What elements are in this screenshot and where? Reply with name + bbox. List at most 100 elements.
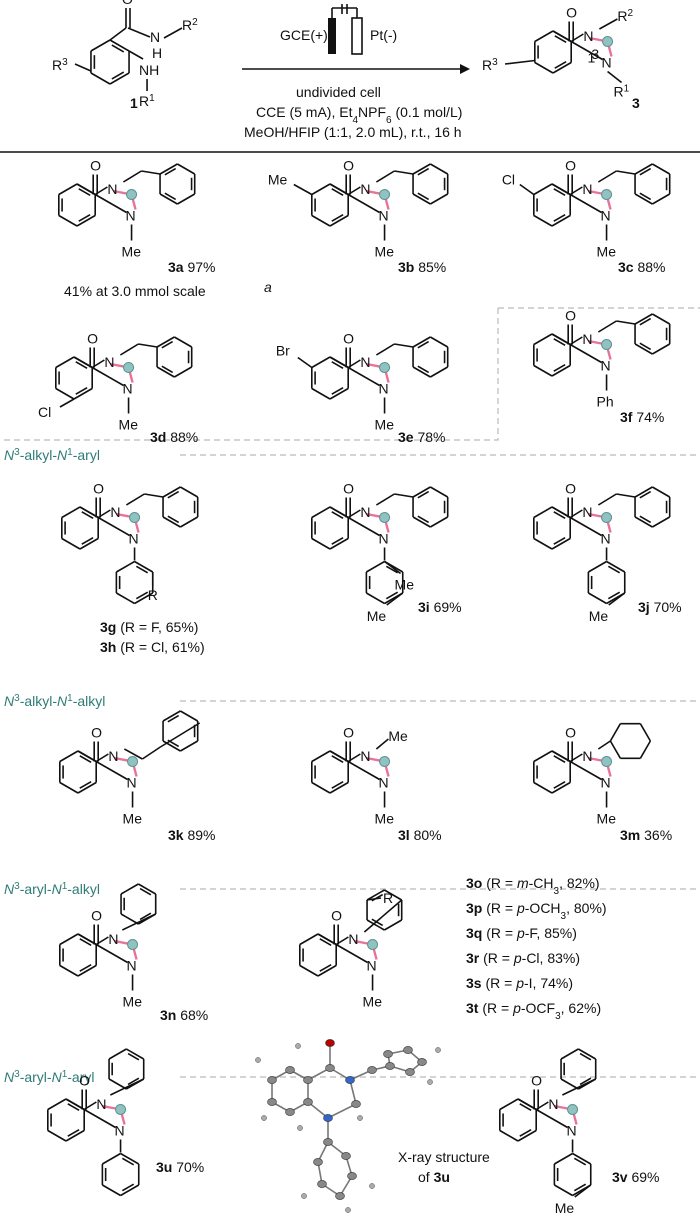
svg-text:MeOH/HFIP (1:1, 2.0 mL), r.t.,: MeOH/HFIP (1:1, 2.0 mL), r.t., 16 h xyxy=(244,124,462,140)
svg-text:Ph: Ph xyxy=(597,394,614,410)
svg-text:O: O xyxy=(343,725,354,741)
svg-text:N: N xyxy=(582,504,592,520)
svg-text:N: N xyxy=(123,381,133,397)
svg-text:3r (R = p-Cl, 83%): 3r (R = p-Cl, 83%) xyxy=(466,950,580,966)
svg-text:N: N xyxy=(108,931,118,947)
svg-text:R: R xyxy=(148,587,158,603)
svg-text:Cl: Cl xyxy=(502,172,515,188)
svg-text:of 3u: of 3u xyxy=(418,1169,450,1185)
svg-text:Br: Br xyxy=(276,343,290,359)
svg-text:CCE (5 mA), Et4NPF6 (0.1 mol/L: CCE (5 mA), Et4NPF6 (0.1 mol/L) xyxy=(256,104,462,126)
svg-text:N: N xyxy=(367,958,377,974)
svg-text:N3-aryl-N1-aryl: N3-aryl-N1-aryl xyxy=(4,1069,95,1086)
svg-text:Cl: Cl xyxy=(38,404,51,420)
svg-text:Me: Me xyxy=(375,811,395,827)
svg-text:O: O xyxy=(331,908,342,924)
svg-text:Me: Me xyxy=(597,244,617,260)
svg-text:R2: R2 xyxy=(182,17,198,34)
svg-text:Me: Me xyxy=(122,244,142,260)
svg-text:3j 70%: 3j 70% xyxy=(638,599,682,615)
svg-text:3p (R = p-OCH3, 80%): 3p (R = p-OCH3, 80%) xyxy=(466,900,607,922)
svg-text:3u 70%: 3u 70% xyxy=(156,1159,204,1175)
svg-text:N: N xyxy=(127,958,137,974)
svg-text:Me: Me xyxy=(123,811,143,827)
svg-text:a: a xyxy=(264,279,272,295)
svg-text:O: O xyxy=(91,725,102,741)
svg-text:3l 80%: 3l 80% xyxy=(398,827,442,843)
svg-text:Pt(-): Pt(-) xyxy=(370,27,397,43)
svg-text:3f 74%: 3f 74% xyxy=(620,409,664,425)
svg-text:N: N xyxy=(360,181,370,197)
svg-text:N: N xyxy=(150,29,160,45)
svg-text:3c 88%: 3c 88% xyxy=(618,259,666,275)
svg-text:N: N xyxy=(108,748,118,764)
svg-text:Me: Me xyxy=(363,994,383,1010)
svg-text:1: 1 xyxy=(130,95,138,111)
svg-text:N: N xyxy=(582,748,592,764)
svg-text:N: N xyxy=(110,504,120,520)
svg-text:O: O xyxy=(565,308,576,324)
svg-text:N: N xyxy=(379,381,389,397)
svg-text:N: N xyxy=(360,504,370,520)
svg-text:N: N xyxy=(601,208,611,224)
svg-text:N: N xyxy=(582,331,592,347)
svg-text:Me: Me xyxy=(375,417,395,433)
svg-text:3o (R = m-CH3, 82%): 3o (R = m-CH3, 82%) xyxy=(466,875,600,897)
svg-text:R1: R1 xyxy=(139,93,155,110)
svg-text:O: O xyxy=(91,908,102,924)
svg-text:N3-aryl-N1-alkyl: N3-aryl-N1-alkyl xyxy=(4,881,100,898)
svg-text:3e 78%: 3e 78% xyxy=(398,429,446,445)
svg-text:O: O xyxy=(90,158,101,174)
svg-text:O: O xyxy=(565,158,576,174)
svg-text:N: N xyxy=(379,208,389,224)
svg-text:N3-alkyl-N1-aryl: N3-alkyl-N1-aryl xyxy=(4,447,100,464)
svg-text:1: 1 xyxy=(588,50,596,66)
svg-text:R1: R1 xyxy=(614,83,630,100)
svg-text:N: N xyxy=(601,531,611,547)
svg-text:N: N xyxy=(601,358,611,374)
svg-text:N: N xyxy=(126,208,136,224)
svg-text:3a 97%: 3a 97% xyxy=(168,259,216,275)
svg-text:3: 3 xyxy=(632,95,640,111)
svg-text:N: N xyxy=(348,931,358,947)
svg-text:3m 36%: 3m 36% xyxy=(620,827,672,843)
svg-text:N: N xyxy=(127,775,137,791)
svg-text:O: O xyxy=(343,331,354,347)
svg-text:O: O xyxy=(79,1073,90,1089)
svg-text:Me: Me xyxy=(375,244,395,260)
svg-text:H: H xyxy=(152,45,162,61)
svg-text:N: N xyxy=(107,181,117,197)
svg-text:Me: Me xyxy=(268,172,288,188)
svg-text:41% at 3.0 mmol scale: 41% at 3.0 mmol scale xyxy=(64,283,206,299)
svg-text:N: N xyxy=(548,1096,558,1112)
svg-text:3i 69%: 3i 69% xyxy=(418,599,462,615)
svg-text:3g (R = F, 65%): 3g (R = F, 65%) xyxy=(100,619,198,635)
svg-text:N: N xyxy=(96,1096,106,1112)
svg-text:R2: R2 xyxy=(617,8,633,25)
svg-text:undivided cell: undivided cell xyxy=(296,84,381,100)
svg-text:N: N xyxy=(360,354,370,370)
svg-text:3b 85%: 3b 85% xyxy=(398,259,446,275)
svg-text:N: N xyxy=(601,775,611,791)
svg-text:Me: Me xyxy=(395,577,415,593)
structures xyxy=(0,4,700,1213)
svg-text:3: 3 xyxy=(591,46,599,62)
svg-text:R3: R3 xyxy=(482,57,498,74)
svg-text:O: O xyxy=(343,481,354,497)
svg-text:N: N xyxy=(582,181,592,197)
svg-text:Me: Me xyxy=(119,417,139,433)
svg-text:R3: R3 xyxy=(52,57,68,74)
labels: ONHR2NHR1R31GCE(+)Pt(-)undivided cellCCE… xyxy=(4,0,682,1216)
svg-text:R: R xyxy=(383,890,393,906)
svg-text:O: O xyxy=(565,725,576,741)
svg-text:Me: Me xyxy=(367,608,387,624)
svg-text:3t (R = p-OCF3, 62%): 3t (R = p-OCF3, 62%) xyxy=(466,1000,601,1022)
svg-text:3q (R = p-F, 85%): 3q (R = p-F, 85%) xyxy=(466,925,577,941)
svg-text:3k 89%: 3k 89% xyxy=(168,827,216,843)
svg-text:N: N xyxy=(567,1123,577,1139)
svg-text:Me: Me xyxy=(555,1200,575,1216)
svg-text:O: O xyxy=(87,331,98,347)
svg-text:GCE(+): GCE(+) xyxy=(280,27,328,43)
svg-text:N: N xyxy=(360,748,370,764)
svg-text:O: O xyxy=(531,1073,542,1089)
